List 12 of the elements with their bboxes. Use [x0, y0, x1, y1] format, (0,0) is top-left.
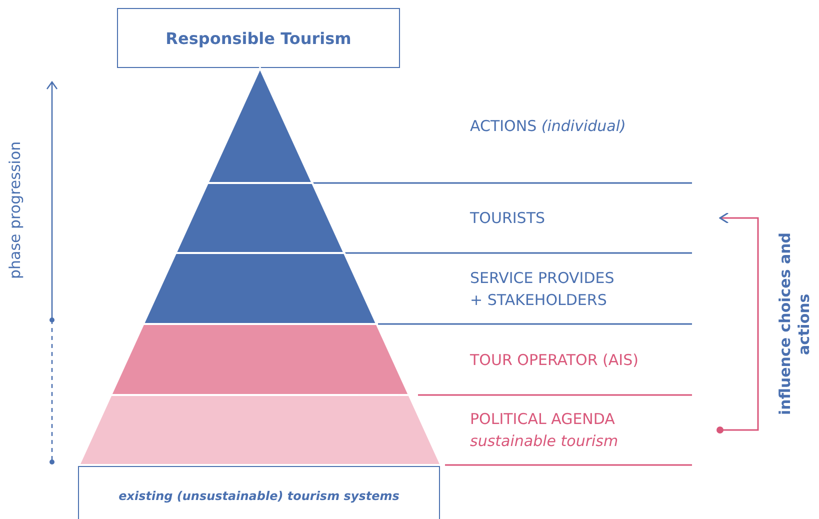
arrow: [719, 212, 759, 431]
axis-label: phase progression: [6, 140, 25, 281]
base-label: existing (unsustainable) tourism systems: [118, 489, 400, 503]
tier-label: ACTIONS (individual): [470, 116, 627, 136]
tier-subtitle: sustainable tourism: [470, 431, 620, 452]
tier-label: TOURISTS: [470, 208, 546, 229]
tier-label: TOUR OPERATOR (AIS): [470, 350, 640, 370]
title-box: [117, 8, 400, 68]
base-box: [78, 466, 440, 519]
tier-label: SERVICE PROVIDES + STAKEHOLDERS: [470, 268, 616, 310]
title-text: Responsible Tourism: [166, 28, 352, 48]
tier-label: POLITICAL AGENDA: [470, 409, 616, 430]
